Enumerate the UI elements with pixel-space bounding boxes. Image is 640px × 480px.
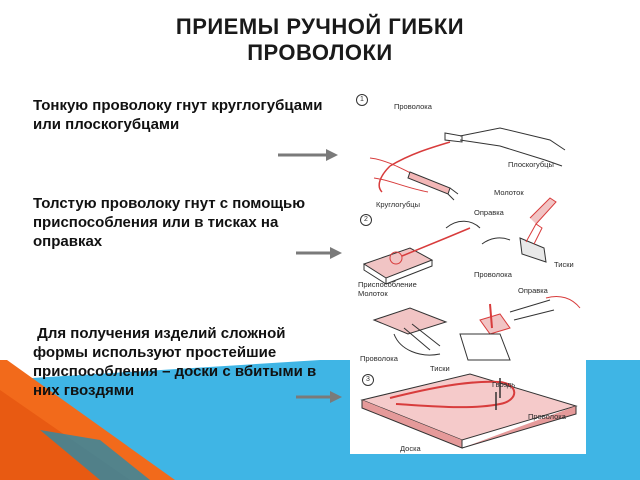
label-device: Приспособление	[358, 280, 417, 289]
paragraph-thin-wire: Тонкую проволоку гнут круглогубцами или …	[33, 97, 323, 133]
paragraph-complex-shapes-text: Для получения изделий сложной формы испо…	[33, 325, 317, 399]
arrow-right-icon	[296, 247, 342, 259]
paragraph-complex-shapes: Для получения изделий сложной формы испо…	[33, 324, 333, 400]
label-nail: Гвоздь	[492, 380, 516, 389]
wire-bending-illustration: 1 2 3 Проволока Плоскогубцы Круглогубцы …	[350, 88, 586, 454]
title-line-2: ПРОВОЛОКИ	[247, 40, 393, 65]
illustration-sketch	[360, 127, 581, 449]
label-wire-1: Проволока	[394, 102, 432, 111]
teal-triangle	[40, 430, 150, 480]
label-wire-3: Проволока	[360, 354, 398, 363]
label-mandrel-2: Оправка	[518, 286, 548, 295]
label-wire-2: Проволока	[474, 270, 512, 279]
label-board: Доска	[400, 444, 421, 453]
figure-number-1: 1	[356, 94, 368, 106]
arrow-right-icon	[278, 149, 338, 161]
label-wire-4: Проволока	[528, 412, 566, 421]
page-title: ПРИЕМЫ РУЧНОЙ ГИБКИ ПРОВОЛОКИ	[60, 14, 580, 66]
title-line-1: ПРИЕМЫ РУЧНОЙ ГИБКИ	[175, 14, 465, 39]
label-round-pliers: Круглогубцы	[376, 200, 420, 209]
arrow-right-icon	[296, 391, 342, 403]
figure-number-2: 2	[360, 214, 372, 226]
label-mandrel-1: Оправка	[474, 208, 504, 217]
label-hammer-1: Молоток	[494, 188, 524, 197]
paragraph-thick-wire: Толстую проволоку гнут с помощью приспос…	[33, 195, 306, 250]
label-hammer-2: Молоток	[358, 289, 388, 298]
label-vise-2: Тиски	[430, 364, 450, 373]
label-flat-pliers: Плоскогубцы	[508, 160, 554, 169]
label-vise-1: Тиски	[554, 260, 574, 269]
figure-number-3: 3	[362, 374, 374, 386]
